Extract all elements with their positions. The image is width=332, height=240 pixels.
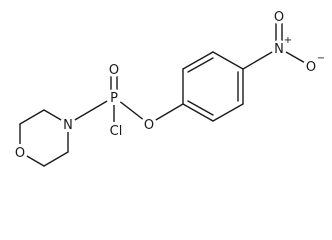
atom-cl: Cl	[110, 124, 123, 139]
bond-c1-c2	[19, 109, 45, 125]
charge-minus: −	[317, 53, 325, 64]
molecule-drawing: N O P O Cl O N + O O −	[14, 10, 326, 167]
structure-diagram: N O P O Cl O N + O O −	[14, 10, 326, 167]
atom-n-morpholine: N	[63, 118, 73, 133]
morpholine-ring	[19, 109, 69, 167]
atom-o-ester: O	[144, 118, 154, 133]
bond-n-p	[67, 96, 115, 125]
atom-o-morpholine: O	[15, 146, 25, 161]
atom-o-double: O	[109, 63, 119, 78]
atom-n-nitro: N	[274, 42, 284, 57]
charge-plus: +	[284, 35, 292, 46]
bond-c3-c4	[43, 151, 69, 167]
atom-p: P	[110, 91, 118, 106]
atom-o-nitro-top: O	[274, 10, 284, 25]
atom-o-nitro-right: O	[306, 60, 316, 75]
benzene-ring	[182, 51, 244, 122]
